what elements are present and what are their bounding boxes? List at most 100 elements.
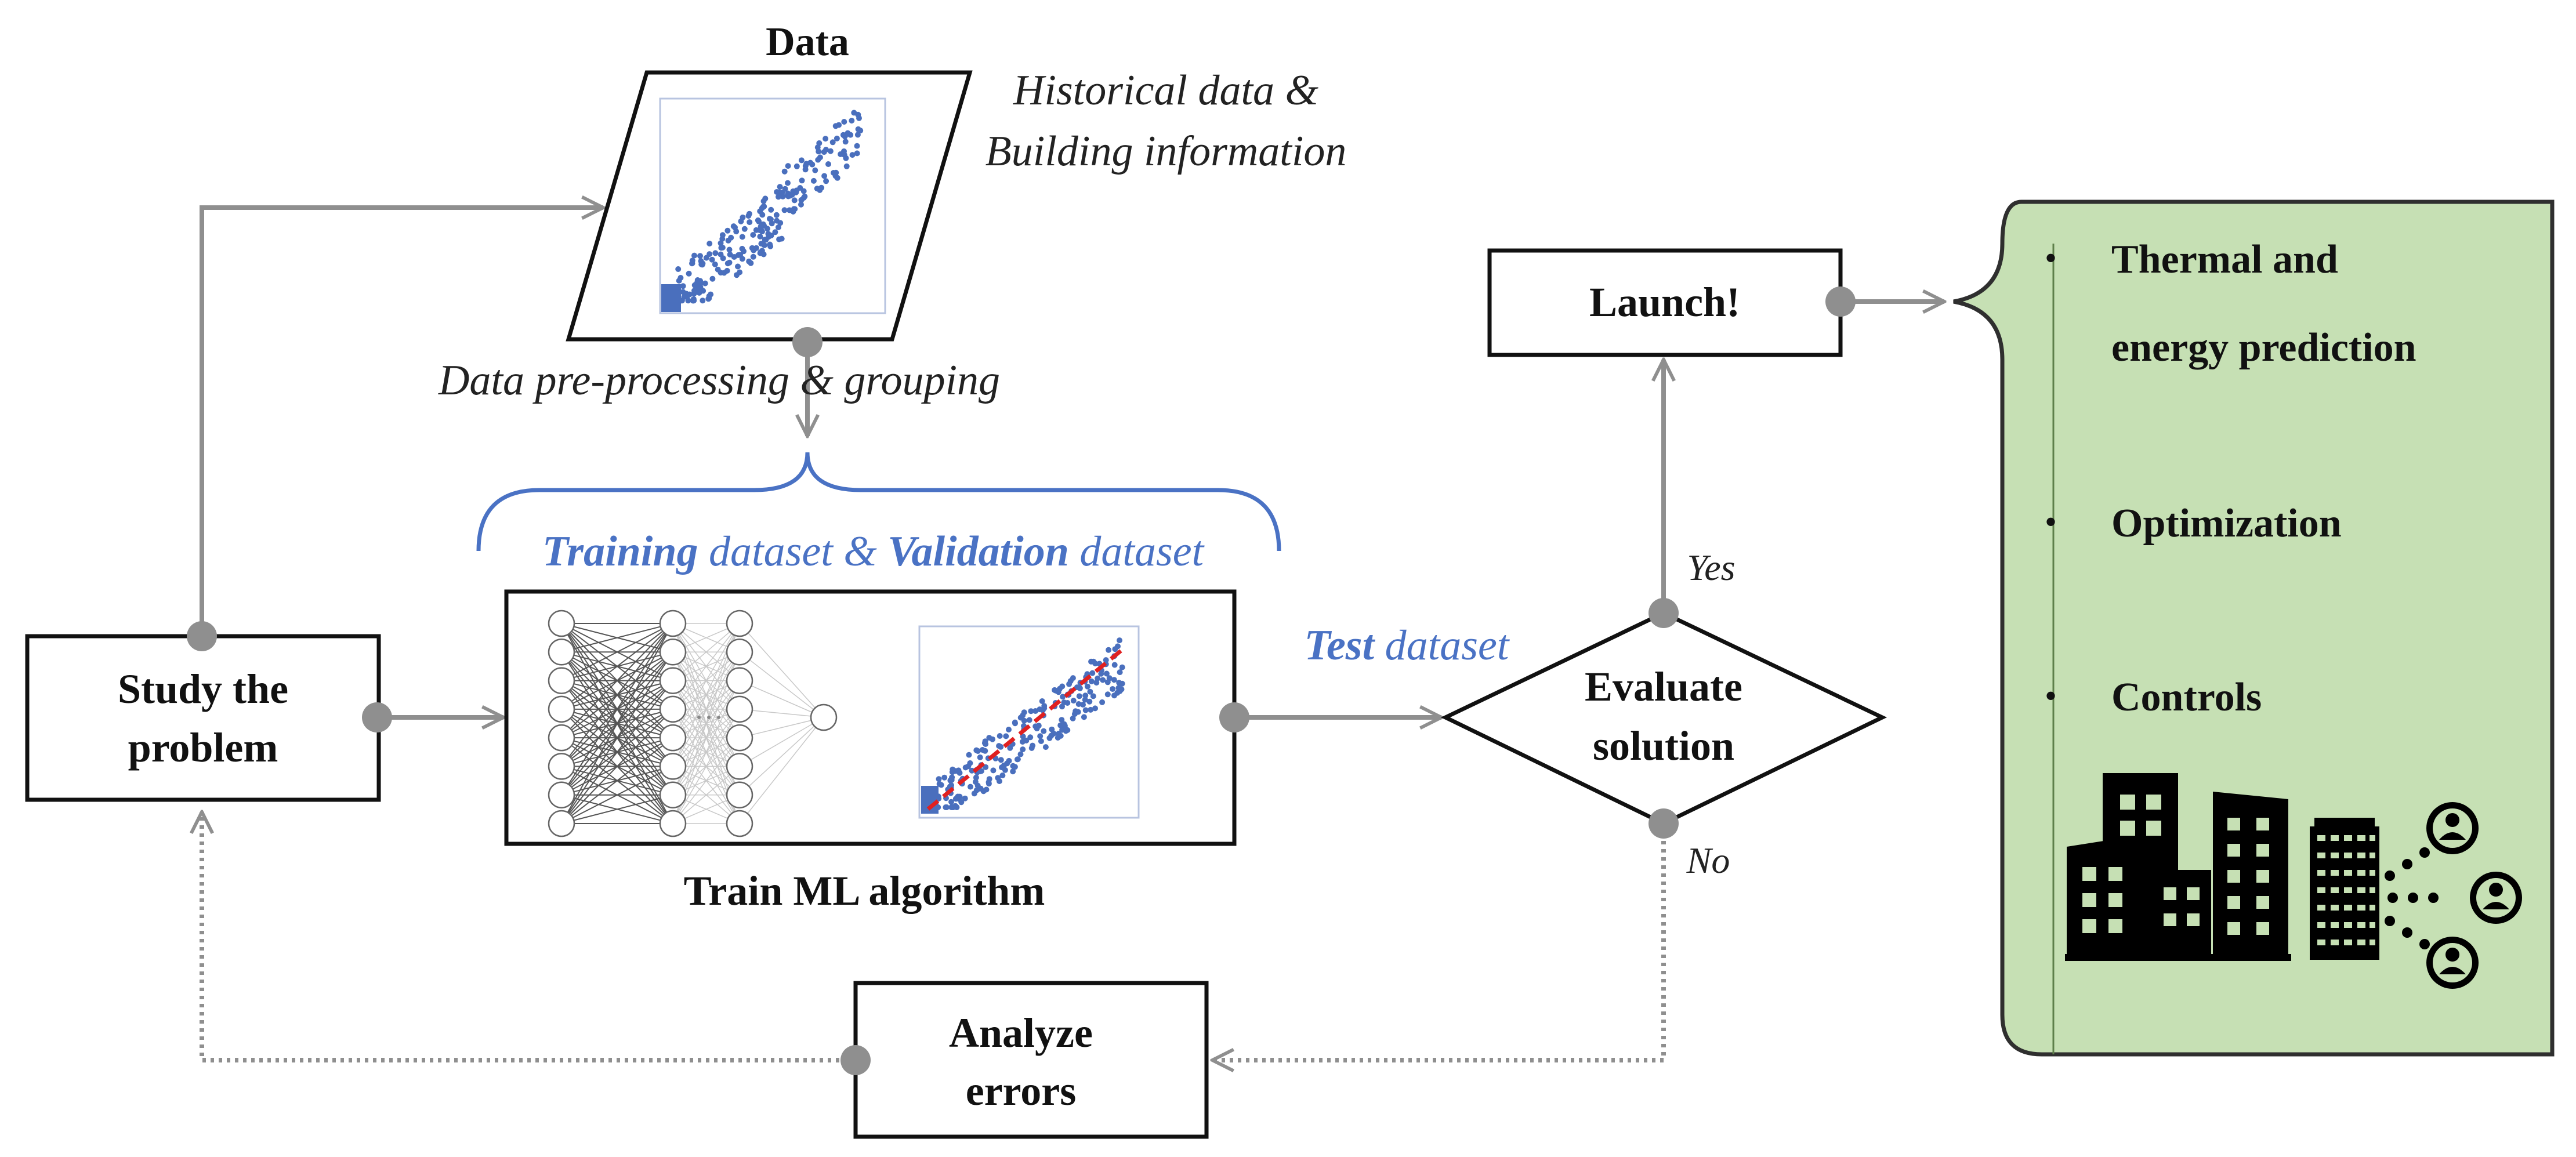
dot-study-top [187,621,217,651]
nn-link [561,623,673,653]
scatter-point [768,206,774,213]
scatter-point [941,774,948,781]
scatter-point [838,151,844,157]
dot-evaluate-bottom [1649,808,1679,839]
scatter-point [702,280,708,286]
scatter-point [1059,703,1065,710]
smart-building-icon [2310,818,2439,960]
scatter-point [1074,684,1080,691]
nn-link [739,717,824,824]
scatter-point [718,240,724,246]
scatter-point [990,767,997,774]
preprocessing-label: Data pre-processing & grouping [438,357,1000,404]
scatter-point [774,189,780,195]
scatter-point [1112,646,1118,652]
scatter-point [1012,719,1018,726]
scatter-point [1039,698,1045,704]
connector-study-to-data [200,208,603,636]
scatter-point [1059,683,1066,690]
scatter-point [972,779,979,785]
dataset-end-text: dataset [1069,528,1205,575]
scatter-point [767,216,774,223]
nn-link [739,651,824,718]
nn-link [561,623,673,738]
scatter-point [823,178,829,184]
bullet-3: • [2045,677,2057,715]
occupant-icon-1 [2426,802,2479,854]
neural-network-illustration [548,610,838,837]
launch-rect [1487,248,1843,357]
scatter-point [950,766,956,772]
nn-link [672,737,740,824]
scatter-point [962,764,969,771]
nn-node [548,639,575,666]
nn-node [548,753,575,780]
scatter-point [709,275,716,282]
data-block: Data Historical data & Building informat… [438,20,1346,404]
scatter-point [849,152,856,158]
nn-link [739,717,824,738]
scatter-point [1087,688,1093,695]
scatter-point [1088,678,1095,684]
scatter-point [737,252,744,258]
nn-node [659,724,687,752]
scatter-point [998,757,1004,763]
scatter-point [1037,733,1044,739]
evaluate-diamond [1440,611,1887,826]
scatter-point [1082,707,1089,713]
scatter-point [1053,687,1059,694]
scatter-point [999,772,1006,778]
scatter-point [750,232,756,238]
scatter-point [1010,768,1016,775]
scatter-point [777,184,783,190]
nn-link [561,623,673,681]
scatter-point [1099,699,1106,705]
scatter-point [1092,661,1099,666]
scatter-point [842,139,849,145]
scatter-point [957,770,963,776]
nn-node [659,610,687,637]
scatter-point [1028,745,1035,751]
connector-evaluate-to-analyze [1212,825,1666,1060]
scatter-point [977,785,984,792]
scatter-point [1049,726,1055,732]
scatter-point [746,258,752,264]
scatter-point [735,263,741,270]
scatter-point [1106,647,1112,653]
scatter-point [1042,744,1049,750]
scatter-point [1070,715,1076,721]
scatter-point [1111,662,1118,668]
fit-line [926,648,1124,811]
scatter-point [773,212,780,218]
nn-link [561,623,673,824]
nn-link [739,709,824,718]
occupant-icon [2426,802,2522,989]
scatter-point [686,270,692,277]
nn-node [726,610,753,637]
nn-node [548,610,575,637]
scatter-point [821,149,827,155]
scatter-point [1059,717,1065,723]
scatter-point [969,767,975,774]
scatter-point [741,226,748,232]
scatter-point [855,126,861,132]
scatter-point [1084,683,1090,690]
nn-node [548,781,575,808]
study-box: Study the problem [25,634,381,802]
scatter-point [845,130,851,136]
scatter-point [1103,657,1109,663]
nn-link [561,794,673,824]
scatter-point [936,776,942,782]
scatter-point [856,115,862,121]
nn-link [739,680,824,718]
scatter-point [1114,690,1121,696]
scatter-point [691,282,698,288]
training-word: Training [542,528,698,575]
nn-node [548,695,575,723]
scatter-point [785,163,791,169]
analyze-line1: Analyze [949,1010,1093,1056]
scatter-point [998,743,1004,750]
scatter-point [1088,706,1094,713]
scatter-point [759,212,766,218]
data-caption-line2: Building information [986,128,1347,175]
